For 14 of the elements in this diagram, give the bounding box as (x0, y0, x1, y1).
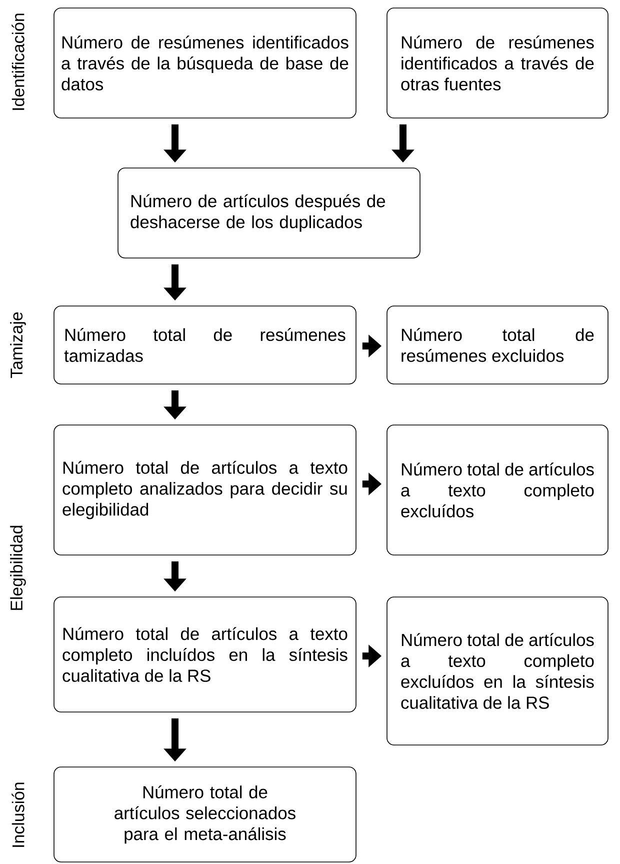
stage-label: Inclusión (12, 782, 24, 847)
process-box: Número total de resúmenes excluidos (386, 306, 608, 384)
stage-label: Elegibilidad (10, 526, 26, 610)
stage-label: Tamizaje (10, 312, 26, 378)
process-box: Número total de artículos a texto completo excluídos (386, 424, 608, 556)
process-box: Número de resúmenes identificados a través de la búsqueda de base de datos (54, 8, 356, 118)
process-box: Número de resúmenes identificados a través de otras fuentes (386, 8, 608, 118)
process-box: Número total de artículos a texto completo incluídos en la síntesis cualitativa de la RS (54, 596, 356, 712)
stage-label: Identificación (12, 14, 24, 110)
process-box: Número total de artículos a texto completo analizados para decidir su elegibilidad (54, 424, 356, 556)
process-box: Número total de artículos seleccionados para el meta-análisis (54, 766, 356, 862)
process-box: Número de artículos después de deshacerse de los duplicados (118, 168, 420, 258)
process-box: Número total de resúmenes tamizadas (54, 306, 356, 384)
process-box: Número total de artículos a texto completo excluídos en la síntesis cualitativa de la RS (386, 596, 608, 746)
